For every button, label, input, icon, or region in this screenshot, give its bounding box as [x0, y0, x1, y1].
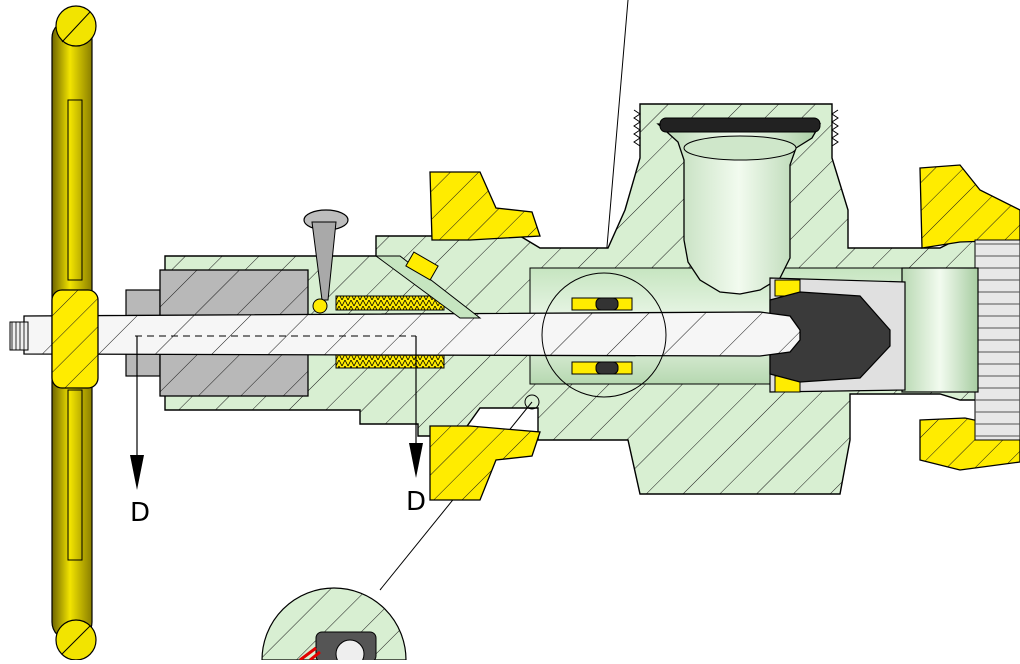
detail-view-circle [541, 272, 667, 398]
gland-nut [429, 171, 541, 501]
section-label-left: D [130, 498, 150, 528]
handwheel-icon [51, 5, 99, 661]
leader-line-top [604, 0, 629, 271]
outlet-port [656, 117, 822, 295]
detail-marker-small [524, 394, 540, 410]
threaded-bushing [335, 295, 445, 369]
grease-fitting [374, 251, 482, 319]
union-nut-right [901, 164, 1020, 471]
lock-pin [303, 209, 349, 314]
section-arrows: D D [130, 336, 426, 528]
valve-plug [769, 291, 891, 383]
stem-seals [571, 297, 633, 375]
detail-marker-red-icon [299, 646, 321, 662]
section-label-right: D [406, 487, 426, 517]
stem [9, 311, 801, 357]
detail-view-bubble [261, 587, 407, 664]
